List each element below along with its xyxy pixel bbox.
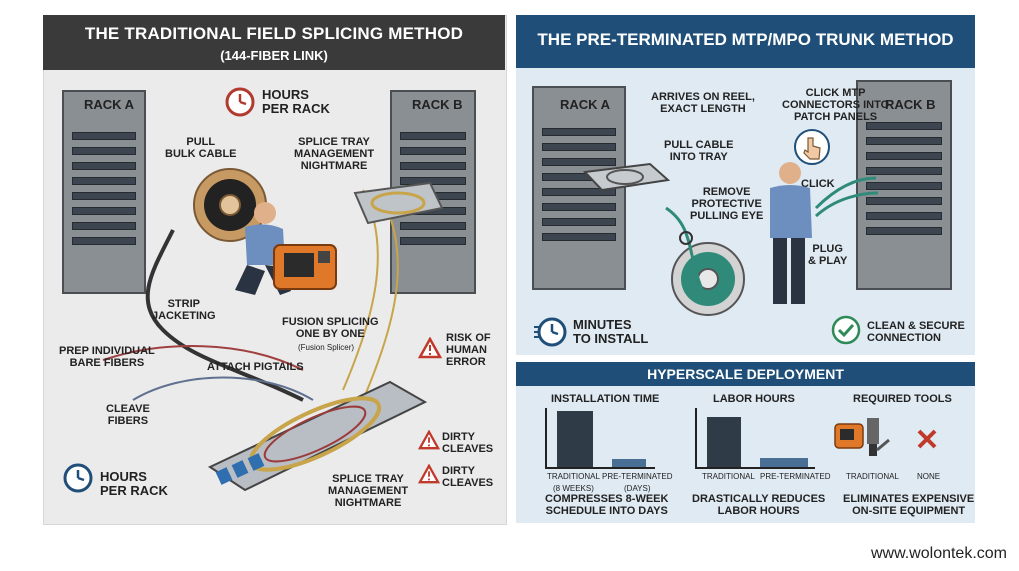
warning-icon (418, 430, 440, 450)
click-label: CLICK (801, 178, 835, 190)
splice-tray-bottom-icon (207, 380, 428, 492)
cable-lines (102, 189, 399, 402)
pre-terminated-header: THE PRE-TERMINATED MTP/MPO TRUNK METHOD (516, 15, 975, 68)
installation-time-bar-traditional (557, 411, 593, 467)
rack-a-left-label: RACK A (84, 97, 135, 112)
labor-hours-y-axis (695, 408, 697, 468)
checkmark-icon (831, 315, 861, 345)
traditional-subtitle: (144-FIBER LINK) (220, 48, 328, 63)
splice-tray-top-icon (353, 181, 444, 225)
labor-hours-bar-pre-terminated (760, 458, 808, 467)
installation-time-x-axis (545, 467, 655, 469)
fusion-splicer-icon (273, 244, 337, 290)
bulk-cable-reel-icon (193, 168, 267, 242)
rack-b-left-label: RACK B (412, 97, 463, 112)
clock-icon (225, 87, 255, 117)
required-tools-label-none: NONE (917, 472, 941, 481)
installation-time-title: INSTALLATION TIME (551, 393, 660, 405)
required-tools-title: REQUIRED TOOLS (853, 393, 952, 405)
required-tools-label-traditional: TRADITIONAL (846, 472, 899, 481)
website-footer[interactable]: www.wolontek.com (870, 545, 1007, 562)
warning-icon (418, 337, 442, 359)
attach-pigtails-label: ATTACH PIGTAILS (207, 361, 304, 373)
warning-icon (418, 464, 440, 484)
fast-clock-icon (534, 317, 567, 347)
click-hand-icon (794, 129, 830, 165)
labor-hours-bar-traditional (707, 417, 741, 467)
traditional-title: THE TRADITIONAL FIELD SPLICING METHOD (84, 24, 464, 43)
trunk-cable-lines (665, 176, 879, 299)
labor-hours-title: LABOR HOURS (713, 393, 795, 405)
traditional-method-header: THE TRADITIONAL FIELD SPLICING METHOD (1… (43, 15, 505, 70)
labor-hours-label-pre-terminated: PRE-TERMINATED (760, 472, 831, 481)
fusion-splicer-label: (Fusion Splicer) (298, 343, 355, 352)
arrives-on-reel-label: ARRIVES ON REEL,EXACT LENGTH (651, 91, 755, 115)
installation-time-y-axis (545, 408, 547, 468)
pull-tray-icon (582, 162, 670, 192)
labor-hours-x-axis (695, 467, 815, 469)
rack-b-right (856, 80, 952, 290)
installation-time-bar-pre-terminated (612, 459, 646, 467)
installation-time-label-pre-terminated: PRE-TERMINATED(DAYS) (602, 472, 673, 493)
installation-time-label-traditional: TRADITIONAL(8 WEEKS) (547, 472, 600, 493)
fusion-splicer-tool-icon (834, 418, 890, 456)
close-x-icon (917, 429, 937, 449)
hyperscale-header: HYPERSCALE DEPLOYMENT (516, 362, 975, 386)
rack-a-right-label: RACK A (560, 97, 611, 112)
rack-a-left (62, 90, 146, 294)
technician-figure (770, 162, 812, 304)
pre-terminated-title: THE PRE-TERMINATED MTP/MPO TRUNK METHOD (537, 30, 954, 49)
rack-b-right-label: RACK B (885, 97, 936, 112)
plug-and-play-label: PLUG& PLAY (808, 243, 848, 267)
labor-hours-label-traditional: TRADITIONAL (702, 472, 755, 481)
clock-icon (63, 463, 93, 493)
